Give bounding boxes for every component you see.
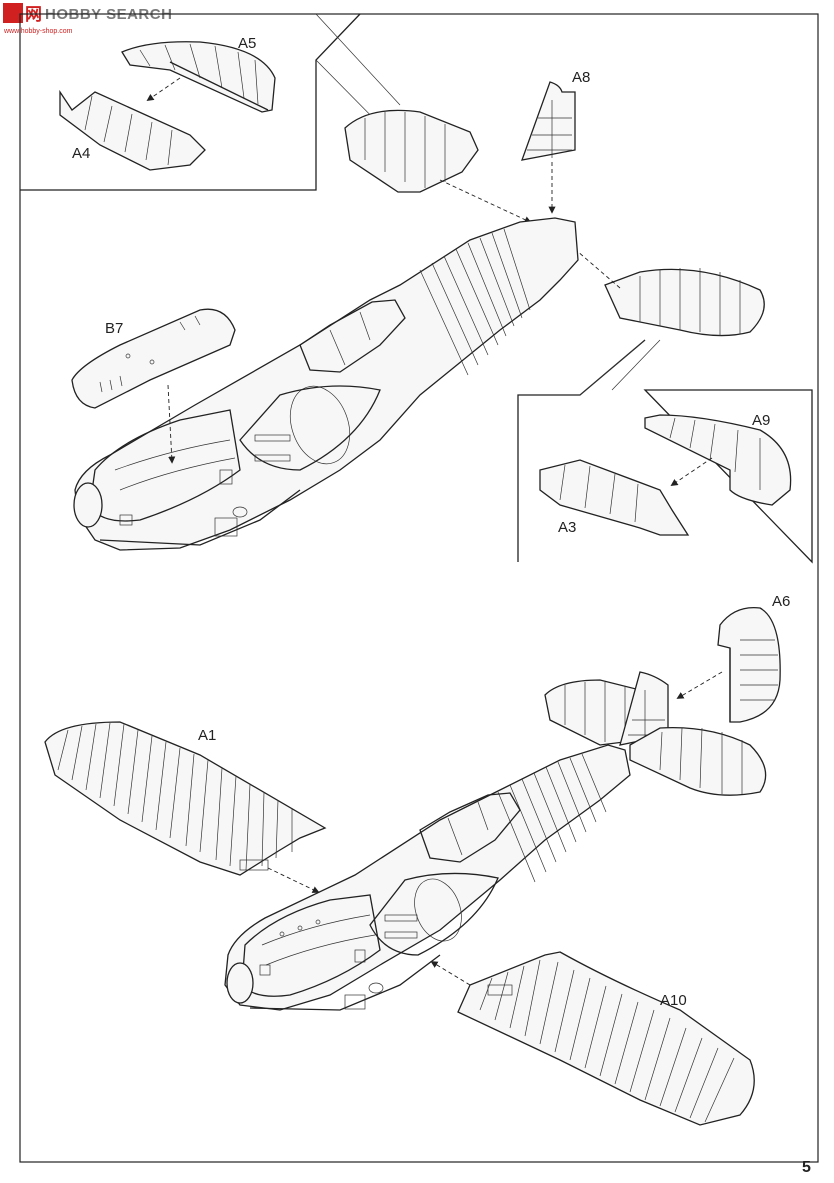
arrow-a9-to-a3 [670, 457, 713, 487]
part-a4-elevator [59, 89, 206, 171]
arrow-a6 [676, 671, 723, 699]
watermark-url: www.hobby-shop.com [3, 28, 73, 35]
label-b7: B7 [105, 320, 123, 337]
arrow-b7-down [167, 384, 176, 464]
page-number: 5 [802, 1159, 811, 1176]
lower-fuselage [224, 744, 631, 1011]
upper-fuselage [73, 217, 579, 551]
label-a4: A4 [72, 145, 90, 162]
upper-fuselage-assembly: A8 [71, 69, 765, 551]
watermark: 网 HOBBY SEARCH www.hobby-shop.com [3, 3, 172, 35]
part-a8-fin [521, 81, 576, 161]
watermark-logo-icon [3, 3, 23, 23]
part-a9-elevator [644, 414, 792, 506]
exhaust-stubs-lower [259, 914, 418, 976]
label-a5: A5 [238, 35, 256, 52]
part-a10-wing [457, 951, 755, 1126]
part-a5-elevator [121, 41, 276, 113]
label-a1: A1 [198, 727, 216, 744]
label-a9: A9 [752, 412, 770, 429]
arrow-a5-to-a4 [146, 77, 181, 102]
inset-a9-a3: A9 A3 [517, 339, 813, 564]
label-a8: A8 [572, 69, 590, 86]
arrow-tailplane-left [439, 179, 532, 223]
exhaust-stubs-upper [119, 434, 291, 526]
spinner-upper [73, 482, 103, 528]
label-a3: A3 [558, 519, 576, 536]
arrow-a10 [430, 961, 471, 986]
label-a6: A6 [772, 593, 790, 610]
label-a10: A10 [660, 992, 687, 1009]
upper-right-tailplane [604, 268, 765, 337]
lower-aircraft-assembly: A6 [44, 593, 790, 1126]
part-a3-elevator [539, 459, 690, 536]
lower-tail-group [544, 671, 767, 796]
page-frame [19, 13, 819, 1163]
inset-a4-a5: A5 A4 [20, 13, 401, 191]
upper-left-tailplane [344, 109, 479, 193]
part-b7-cowling [71, 308, 236, 409]
part-a6-rudder [717, 606, 781, 723]
spinner-lower [226, 962, 254, 1004]
arrow-a1 [267, 867, 320, 893]
part-a1-wing [44, 721, 327, 876]
